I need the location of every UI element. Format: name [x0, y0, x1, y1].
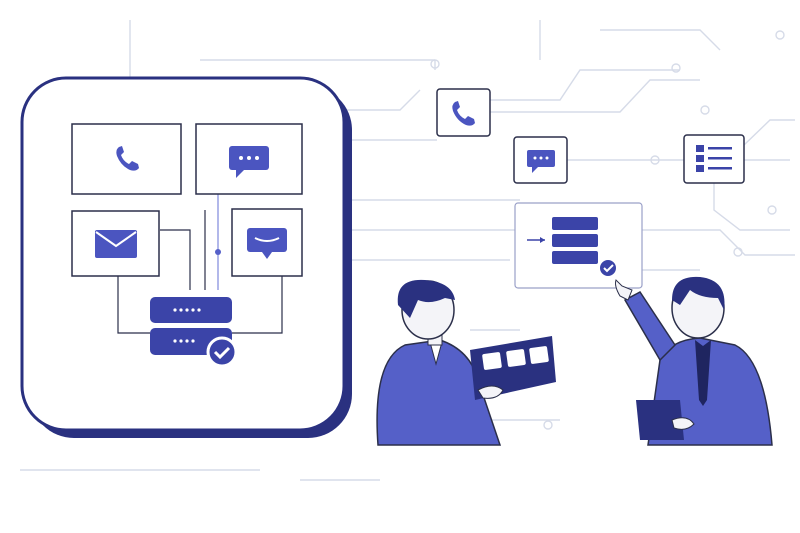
person-pointing — [615, 276, 773, 446]
chat-bubble-icon — [229, 146, 269, 178]
envelope-icon — [529, 346, 549, 364]
tablet — [470, 336, 556, 400]
floating-server-panel — [514, 202, 643, 289]
floating-chat-card — [513, 136, 568, 184]
person-holding-tablet — [376, 279, 556, 446]
circuit-lines — [20, 20, 795, 481]
checklist-icon — [696, 145, 732, 172]
message-card — [231, 208, 303, 277]
phone-card — [71, 123, 182, 195]
channels-panel — [20, 76, 352, 438]
envelope-icon — [95, 230, 137, 258]
floating-checklist-card — [683, 134, 745, 184]
chat-bubble-icon — [527, 150, 555, 173]
server-stack-icon — [552, 217, 598, 264]
email-card — [71, 210, 160, 277]
check-circle-icon — [206, 336, 238, 368]
moon-icon — [482, 352, 502, 370]
message-icon — [247, 228, 287, 259]
plus-icon — [506, 349, 526, 367]
tablet — [636, 400, 684, 440]
connector-lines — [117, 194, 283, 334]
floating-phone-card — [436, 88, 491, 137]
chat-card — [195, 123, 303, 195]
check-circle-icon — [598, 258, 618, 278]
